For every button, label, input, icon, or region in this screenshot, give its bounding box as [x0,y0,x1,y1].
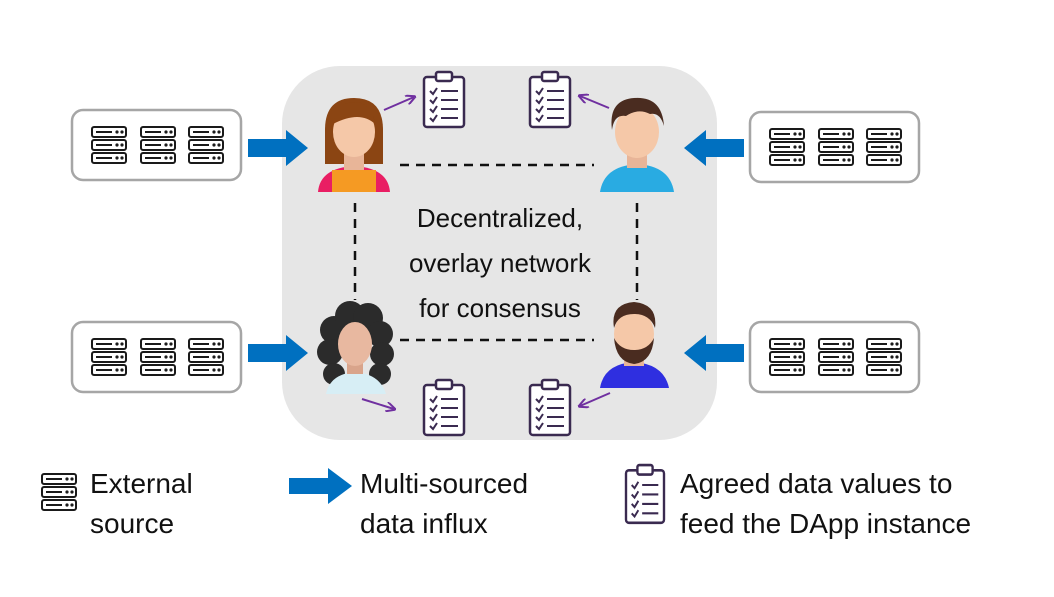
man-avatar-icon [600,97,674,192]
server-stack-icon [91,126,127,164]
server-stack-icon [140,338,176,376]
legend-external-source-line-1: External [90,468,193,499]
output-arrows [361,96,611,409]
server-stack-icon [91,338,127,376]
source-box-bottom-left [70,320,243,394]
clipboard-checklist-icon [528,378,572,437]
legend-external-source-line-2: source [90,508,175,539]
server-stack-icon [866,128,902,166]
server-stack-icon [140,126,176,164]
curly-hair-woman-avatar-icon [317,301,394,394]
server-stack-icon [769,338,805,376]
network-label-line-1: Decentralized, [416,203,584,233]
network-label-line-3: for consensus [419,293,581,323]
legend-external-source-label: External source [90,464,193,544]
source-box-top-left [70,108,243,182]
clipboard-checklist-icon [528,70,572,129]
legend-agreed-values-line-1: Agreed data values to [680,468,953,499]
source-box-top-right [748,110,921,184]
source-box-bottom-right [748,320,921,394]
legend-data-influx-line-1: Multi-sourced [360,468,529,499]
network-label: Decentralized, overlay network for conse… [380,196,620,331]
network-links [353,163,639,342]
server-stack-icon [818,128,854,166]
server-stack-icon [188,126,224,164]
clipboard-checklist-icon [422,70,466,129]
legend-agreed-values-line-2: feed the DApp instance [680,508,972,539]
legend-data-influx-line-2: data influx [360,508,488,539]
legend-agreed-values-label: Agreed data values to feed the DApp inst… [680,464,971,544]
legend-server-stack-icon [41,473,77,511]
bearded-man-avatar-icon [600,302,669,388]
legend-clipboard-checklist-icon [624,463,666,525]
woman-avatar-icon [318,98,390,192]
legend-influx-arrow-icon [289,468,352,504]
server-stack-icon [188,338,224,376]
network-label-line-2: overlay network [408,248,592,278]
server-stack-icon [769,128,805,166]
clipboard-checklist-icon [422,378,466,437]
server-stack-icon [818,338,854,376]
server-stack-icon [866,338,902,376]
legend-data-influx-label: Multi-sourced data influx [360,464,528,544]
